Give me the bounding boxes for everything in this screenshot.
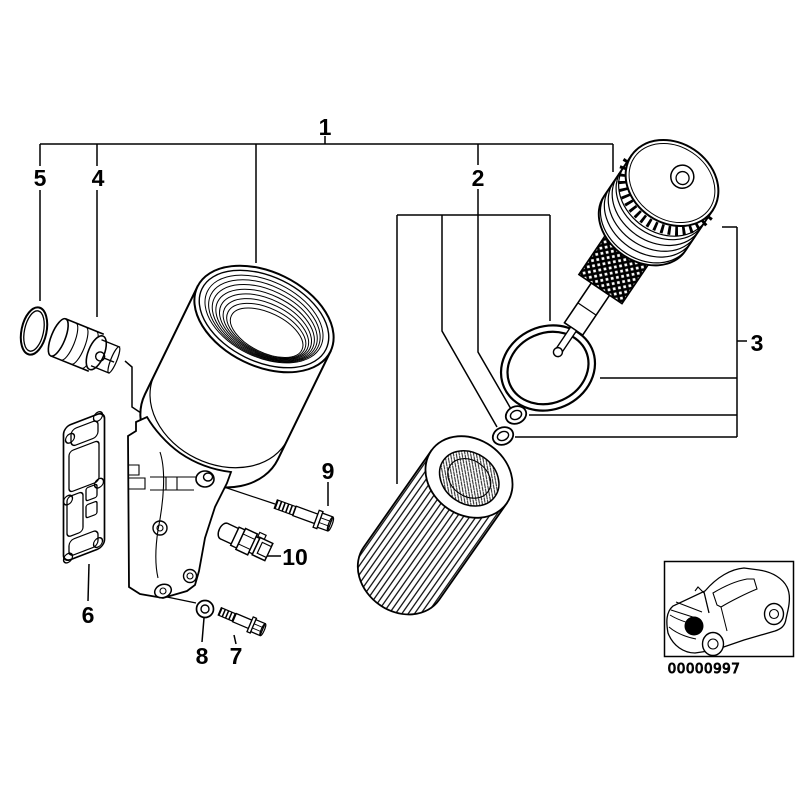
bolt-long: [273, 499, 335, 532]
housing-threads: [204, 274, 324, 364]
needle-tip: [552, 346, 564, 358]
small-o-ring-1: [504, 405, 528, 425]
bolt-boss: [195, 470, 215, 488]
part-label-3[interactable]: 3: [751, 330, 764, 356]
diagram-code: 00000997: [668, 661, 741, 677]
small-o-ring-2: [491, 426, 515, 446]
filter-cap-assembly: [552, 138, 720, 358]
leader-lines: [39, 136, 747, 645]
housing-rim: [193, 264, 335, 374]
location-dot: [684, 616, 704, 636]
part-label-10[interactable]: 10: [282, 544, 308, 570]
housing-seam: [149, 374, 289, 469]
leader-part7: [233, 634, 237, 645]
car-icon: [666, 567, 791, 657]
oil-pressure-switch: [217, 522, 274, 562]
gasket: [62, 411, 106, 564]
washer: [195, 599, 215, 619]
thumbnail-frame: [663, 560, 795, 658]
filter-cartridge: [356, 435, 514, 616]
leader-part3: [515, 226, 747, 438]
cap-top-hole: [670, 164, 695, 189]
car-location-thumbnail: 00000997: [663, 560, 795, 678]
part-label-9[interactable]: 9: [322, 458, 335, 484]
car-rear-wheel: [763, 602, 785, 626]
part-label-6[interactable]: 6: [82, 602, 95, 628]
part-label-5[interactable]: 5: [34, 165, 47, 191]
leader-part2: [396, 189, 551, 484]
leader-part8: [201, 617, 205, 643]
bolt-short: [217, 606, 267, 637]
cap-ribs: [599, 170, 704, 264]
oil-filter-housing: [127, 264, 335, 599]
bracket-notches: [129, 464, 146, 490]
part-label-7[interactable]: 7: [230, 643, 243, 669]
check-valve: [47, 317, 121, 374]
car-front-wheel: [701, 631, 725, 657]
part-label-2[interactable]: 2: [472, 165, 485, 191]
part-label-8[interactable]: 8: [196, 643, 209, 669]
leader-part6: [87, 563, 90, 602]
housing-bracket: [127, 415, 233, 599]
valve-o-ring: [19, 306, 49, 356]
part-label-4[interactable]: 4: [92, 165, 105, 191]
leader-part1: [39, 136, 614, 263]
bracket-shelf: [150, 476, 196, 491]
cover-o-ring-large: [499, 324, 597, 412]
part-label-1[interactable]: 1: [319, 114, 332, 140]
leader-part4: [96, 190, 142, 414]
